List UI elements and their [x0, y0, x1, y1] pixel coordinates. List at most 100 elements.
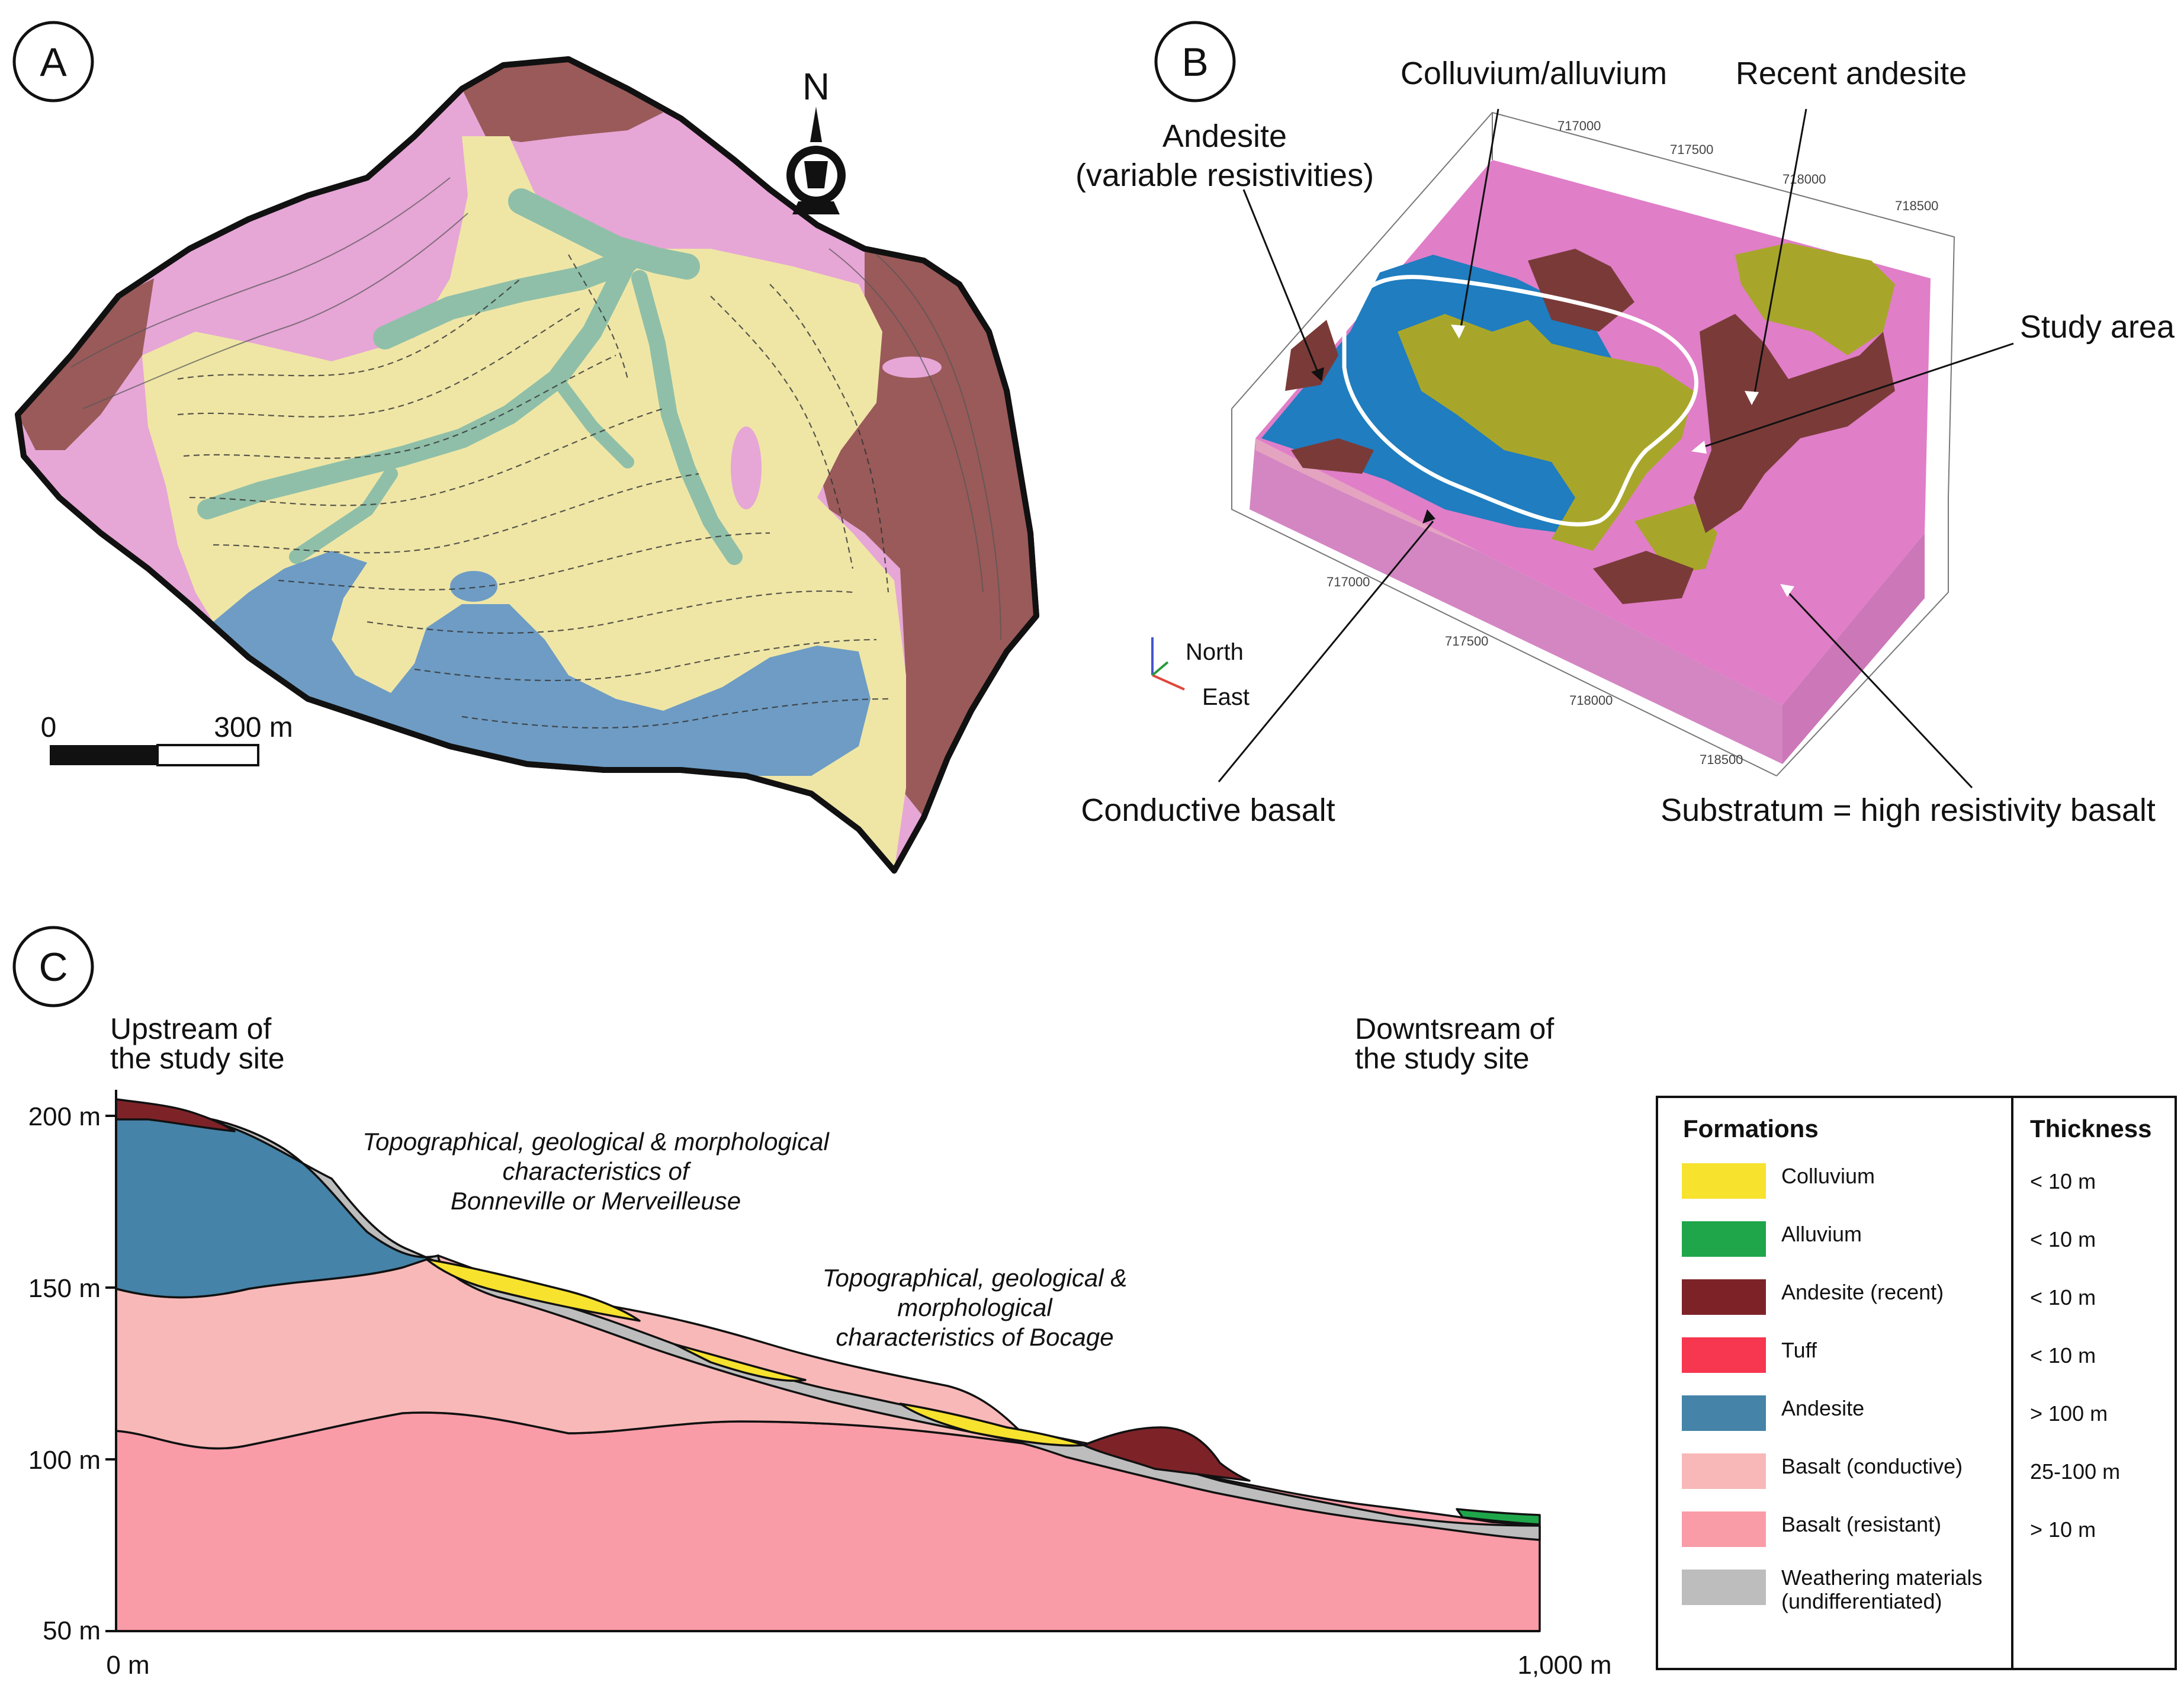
- callout-arrowheads: [1311, 325, 1794, 597]
- annotation-bocage-1: Topographical, geological &: [823, 1264, 1127, 1292]
- layer-basalt-resistant: [115, 1411, 1541, 1632]
- legend-swatch: [1682, 1163, 1766, 1199]
- annotation-bocage-2: morphological: [897, 1294, 1053, 1321]
- map-outline-border: [15, 56, 1039, 874]
- axis-indicator-icon: North East: [1151, 637, 1250, 710]
- axis-east-label: East: [1202, 684, 1250, 710]
- legend-swatch: [1682, 1570, 1766, 1605]
- block-bounding-box: [1231, 111, 1955, 776]
- map-zone-recent-andesite-north: [462, 59, 663, 142]
- legend-row: Andesite > 100 m: [1658, 1389, 2175, 1437]
- legend-thickness: 25-100 m: [2030, 1459, 2121, 1484]
- downstream-label-2: the study site: [1355, 1042, 1530, 1075]
- label-conductive-basalt: Conductive basalt: [1081, 792, 1335, 828]
- grid-tick-top-4: 718500: [1895, 198, 1938, 213]
- downstream-label-1: Downtsream of: [1355, 1012, 1554, 1045]
- panel-a-badge: [12, 21, 94, 102]
- upstream-label-2: the study site: [110, 1042, 285, 1075]
- map-zone-alluvium: [197, 188, 743, 565]
- annotation-bonneville-3: Bonneville or Merveilleuse: [451, 1187, 741, 1215]
- north-letter: N: [802, 65, 830, 108]
- legend-formation-name: Tuff: [1781, 1338, 1817, 1362]
- map-zone-basalt-islet-1: [882, 357, 942, 378]
- x-tick-0: 0 m: [106, 1651, 149, 1680]
- legend-thickness: > 10 m: [2030, 1517, 2096, 1542]
- scale-bar: 0 300 m: [41, 712, 293, 766]
- legend-thickness: < 10 m: [2030, 1169, 2096, 1193]
- legend-swatch: [1682, 1337, 1766, 1373]
- grid-tick-bot-2: 717500: [1445, 634, 1488, 649]
- block-model: 717000 717500 718000 718500 717000 71750…: [1231, 111, 1955, 776]
- legend-thickness: < 10 m: [2030, 1227, 2096, 1251]
- legend-swatch: [1682, 1395, 1766, 1431]
- legend-swatch: [1682, 1511, 1766, 1547]
- block-zone-recent-andesite-sw: [1291, 438, 1374, 474]
- y-tick-200: 200 m: [28, 1102, 101, 1131]
- y-tick-50: 50 m: [43, 1616, 101, 1645]
- legend-swatch: [1682, 1279, 1766, 1315]
- legend-formation-name: Andesite: [1781, 1396, 1865, 1420]
- legend-formation-name-line2: (undifferentiated): [1781, 1589, 1942, 1613]
- grid-tick-top-3: 718000: [1782, 172, 1826, 187]
- upstream-label-1: Upstream of: [110, 1012, 271, 1045]
- map-zone-basalt-islet-2: [731, 426, 762, 509]
- label-andesite-detail: (variable resistivities): [1075, 158, 1374, 193]
- panel-c-letter: C: [38, 945, 68, 990]
- legend-row: Basalt (conductive) 25-100 m: [1658, 1448, 2175, 1495]
- north-arrow-icon: N: [786, 65, 846, 214]
- grid-tick-bot-1: 717000: [1327, 575, 1370, 589]
- panel-a-letter: A: [40, 40, 67, 85]
- legend-formation-name: Basalt (conductive): [1781, 1454, 1963, 1478]
- legend-row: Alluvium < 10 m: [1658, 1215, 2175, 1263]
- legend-thickness: < 10 m: [2030, 1343, 2096, 1368]
- panel-a: A: [12, 21, 1039, 874]
- block-face-right: [1782, 533, 1925, 764]
- legend-thickness: < 10 m: [2030, 1285, 2096, 1310]
- map-zone-andesite-islet: [450, 571, 497, 602]
- block-zone-colluvium-se: [1634, 503, 1717, 575]
- block-face-front: [1250, 438, 1782, 764]
- annotation-bonneville-2: characteristics of: [502, 1157, 691, 1185]
- legend-formation-name: Alluvium: [1781, 1222, 1862, 1246]
- scale-end-label: 300 m: [214, 712, 293, 743]
- x-tick-1000: 1,000 m: [1518, 1651, 1612, 1680]
- geologic-map: [15, 56, 1039, 874]
- legend-formation-name: Basalt (resistant): [1781, 1512, 1942, 1536]
- callout-arrows: [1218, 108, 2014, 789]
- label-colluvium-alluvium: Colluvium/alluvium: [1401, 56, 1667, 91]
- label-andesite: Andesite: [1162, 118, 1287, 154]
- annotation-bocage-3: characteristics of Bocage: [836, 1323, 1113, 1351]
- legend-swatch: [1682, 1453, 1766, 1489]
- layer-colluvium-2: [674, 1343, 807, 1382]
- label-study-area: Study area: [2020, 309, 2175, 345]
- section-axes: [105, 1090, 1540, 1632]
- study-area-outline: [1342, 275, 1698, 527]
- legend-divider: [2011, 1098, 2013, 1668]
- legend-row: Tuff < 10 m: [1658, 1331, 2175, 1379]
- grid-tick-top-2: 717500: [1670, 142, 1713, 157]
- legend-formation-name: Andesite (recent): [1781, 1280, 1944, 1304]
- legend-formation-name-line1: Weathering materials: [1781, 1565, 1983, 1590]
- legend-header-formations: Formations: [1683, 1115, 1819, 1142]
- legend-row: Weathering materials (undifferentiated): [1658, 1564, 2175, 1629]
- annotation-bonneville-1: Topographical, geological & morphologica…: [362, 1128, 830, 1156]
- legend-thickness: > 100 m: [2030, 1401, 2108, 1426]
- panel-b-badge: [1154, 21, 1236, 102]
- panel-b: B: [1075, 21, 2175, 828]
- legend-row: Basalt (resistant) > 10 m: [1658, 1506, 2175, 1553]
- scale-start-label: 0: [41, 712, 57, 743]
- legend-formation-name: Weathering materials (undifferentiated): [1781, 1566, 1983, 1613]
- label-substratum: Substratum = high resistivity basalt: [1661, 792, 2156, 828]
- axis-north-label: North: [1186, 639, 1244, 665]
- panel-b-letter: B: [1181, 40, 1208, 85]
- block-grid-ticks: 717000 717500 718000 718500 717000 71750…: [1327, 118, 1938, 767]
- layer-andesite-recent-east: [1083, 1426, 1251, 1482]
- y-tick-150: 150 m: [28, 1274, 101, 1303]
- layer-colluvium-1: [425, 1258, 641, 1322]
- map-zone-recent-andesite-west: [18, 278, 154, 450]
- block-zone-recent-andesite-s: [1593, 551, 1694, 604]
- label-recent-andesite: Recent andesite: [1736, 56, 1967, 91]
- block-zone-recent-andesite-e: [1694, 314, 1895, 533]
- legend-swatch: [1682, 1221, 1766, 1257]
